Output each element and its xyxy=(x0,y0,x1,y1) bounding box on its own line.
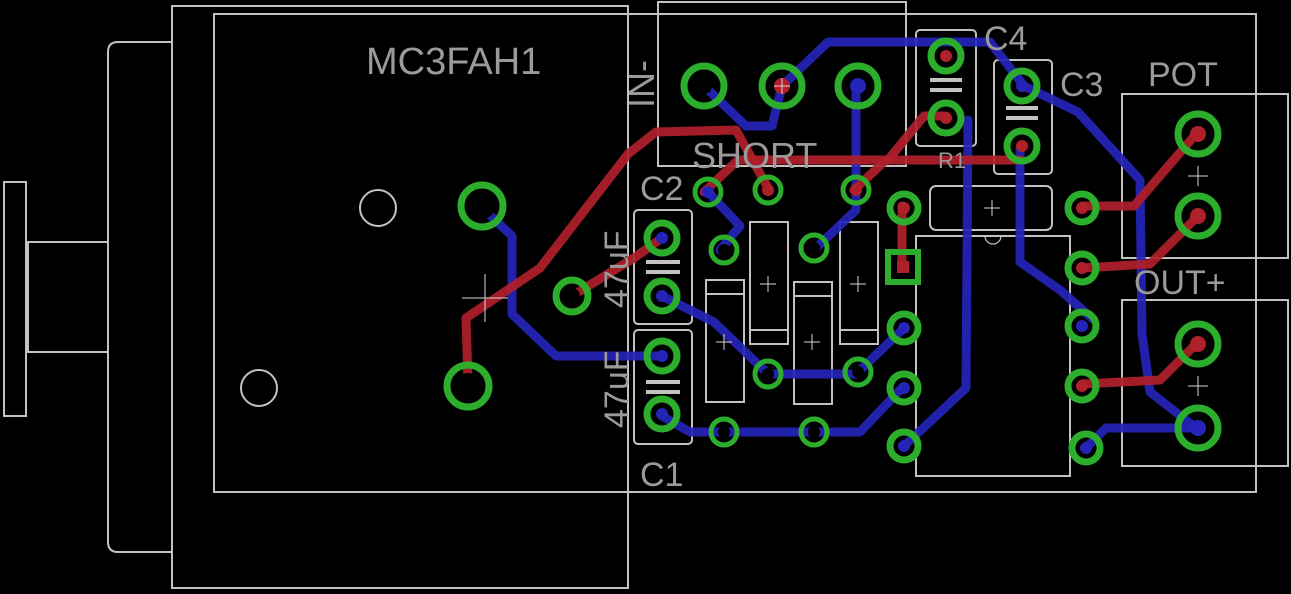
ic-notch xyxy=(984,235,1002,245)
in-pad-1 xyxy=(680,62,728,110)
via-8 xyxy=(708,416,740,448)
in-pad-3 xyxy=(834,62,882,110)
jack-body-outline xyxy=(171,5,629,589)
via-1 xyxy=(692,176,724,208)
ic-pad-7 xyxy=(1064,368,1100,404)
c2-pad-2 xyxy=(643,277,681,315)
diode-outline-2 xyxy=(839,221,879,345)
via-6 xyxy=(752,358,784,390)
jack-pad-2 xyxy=(443,361,493,411)
silkscreen-labels: MC3FAH1 IN- SHORT C4 C3 R1 POT C2 47uF 4… xyxy=(366,20,1226,494)
c2-pad-1 xyxy=(643,219,681,257)
diode-outline-1 xyxy=(749,221,789,345)
via-7 xyxy=(842,356,874,388)
c3-label: C3 xyxy=(1060,66,1103,104)
ic-pad-1 xyxy=(885,249,921,285)
ic-pad-3 xyxy=(886,370,922,406)
origin-crosses xyxy=(462,78,1208,396)
ic-pad-4 xyxy=(886,428,922,464)
c4-pad-1 xyxy=(927,37,965,75)
via-3 xyxy=(840,174,872,206)
ic-pad-8 xyxy=(1068,430,1104,466)
pads xyxy=(443,37,1222,466)
jack-pad-1 xyxy=(457,181,507,231)
c1-pad-1 xyxy=(643,337,681,375)
board-outline xyxy=(213,13,1257,493)
via-5 xyxy=(798,232,830,264)
jack-knob-outline xyxy=(3,181,27,417)
r1-pad-1 xyxy=(886,190,922,226)
ic-outline xyxy=(915,235,1071,477)
ic-pad-2 xyxy=(886,310,922,346)
jack-barrel-outline xyxy=(107,41,172,553)
c4-pad-2 xyxy=(927,99,965,137)
ic-pad-6 xyxy=(1064,308,1100,344)
in-minus-label: IN- xyxy=(621,60,662,108)
c2-outline xyxy=(633,209,693,325)
diode-outline-4 xyxy=(793,281,833,405)
pot-connector-outline xyxy=(1121,93,1289,259)
c2-label: C2 xyxy=(640,170,683,208)
c4-label: C4 xyxy=(984,20,1027,58)
out-pad-2 xyxy=(1174,404,1222,452)
via-9 xyxy=(798,416,830,448)
via-4 xyxy=(708,234,740,266)
pot-label: POT xyxy=(1148,56,1218,94)
jack-label: MC3FAH1 xyxy=(366,41,541,83)
short-label: SHORT xyxy=(692,135,817,176)
diode-outline-3 xyxy=(705,279,745,403)
c1-pad-2 xyxy=(643,395,681,433)
r1-label: R1 xyxy=(938,148,966,173)
r1-pad-2 xyxy=(1064,190,1100,226)
c1-label: C1 xyxy=(640,456,683,494)
c1-outline xyxy=(633,329,693,445)
c4-outline xyxy=(915,29,977,147)
out-pad-1 xyxy=(1174,320,1222,368)
c1-value-label: 47uF xyxy=(598,351,636,429)
pot-pad-2 xyxy=(1174,192,1222,240)
out-plus-label: OUT+ xyxy=(1134,264,1226,302)
mount-hole-1 xyxy=(359,189,397,227)
jack-stem-outline xyxy=(27,241,108,353)
r1-outline xyxy=(929,185,1053,231)
pot-pad-1 xyxy=(1174,110,1222,158)
c2-value-label: 47uF xyxy=(598,231,636,309)
ic-pad-5 xyxy=(1064,250,1100,286)
c3-pad-2 xyxy=(1003,127,1041,165)
bottom-copper-traces xyxy=(477,37,1201,453)
jack-pad-3 xyxy=(552,276,592,316)
via-2 xyxy=(752,174,784,206)
in-connector-outline xyxy=(657,1,907,167)
c3-pad-1 xyxy=(1003,67,1041,105)
mount-hole-2 xyxy=(240,369,278,407)
